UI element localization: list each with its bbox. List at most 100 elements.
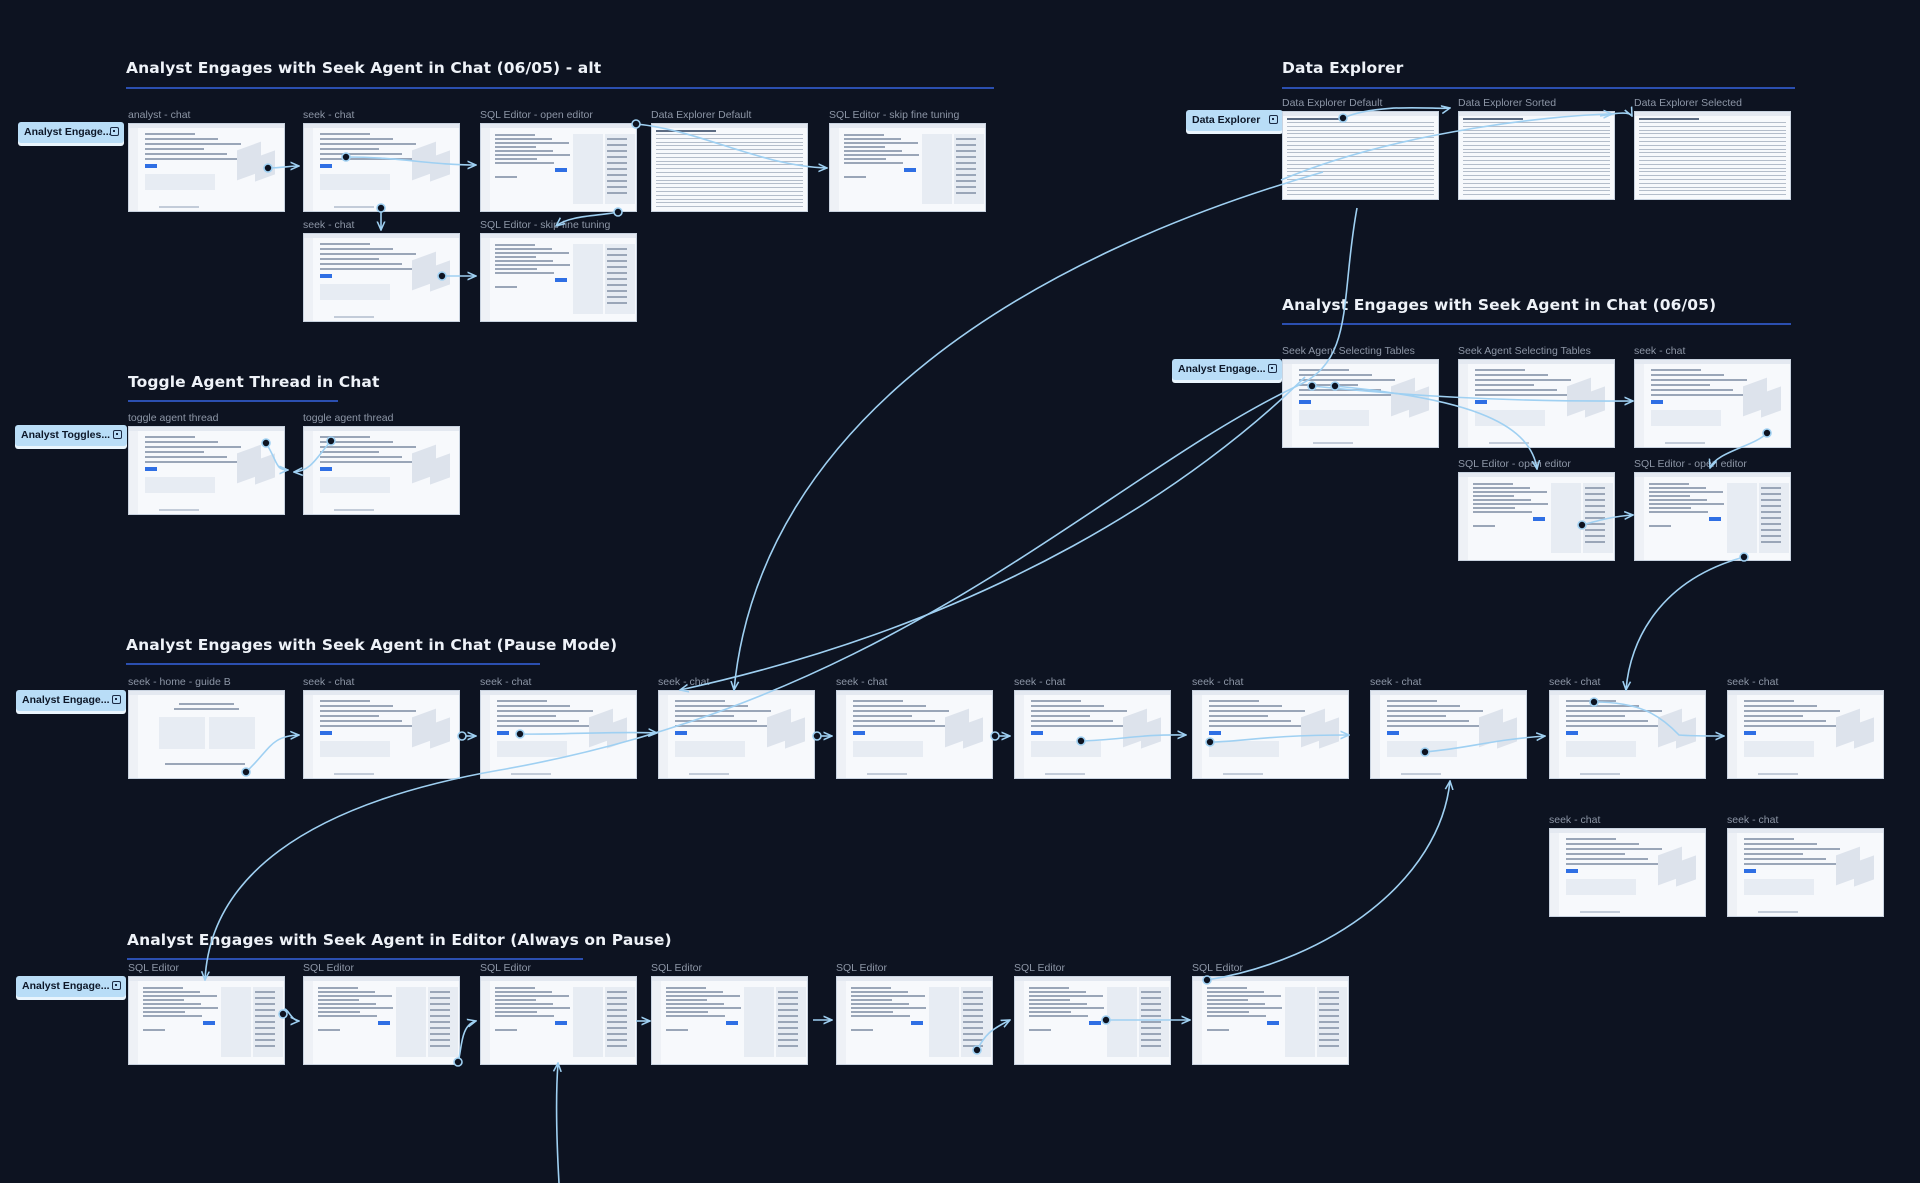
screen-frame-chat[interactable] — [1634, 359, 1791, 448]
frame-sketch — [334, 773, 374, 775]
frame-sketch — [1463, 144, 1610, 146]
screen-frame-table[interactable] — [1458, 111, 1615, 200]
frame-sketch — [481, 977, 636, 981]
screen-frame-chat[interactable] — [658, 690, 815, 779]
frame-sketch — [1635, 473, 1790, 477]
screen-frame-table[interactable] — [1634, 111, 1791, 200]
screen-frame-chat[interactable] — [1549, 828, 1706, 917]
frame-sketch — [1635, 364, 1644, 447]
frame-sketch — [607, 997, 627, 999]
frame-sketch — [1319, 1009, 1339, 1011]
frame-sketch — [1029, 999, 1070, 1001]
frame-sketch — [830, 124, 985, 128]
frame-sketch — [159, 509, 199, 511]
frame-sketch — [1566, 731, 1578, 735]
flow-chip-chat-0605[interactable]: Analyst Engage... — [1172, 359, 1282, 380]
frame-sketch — [555, 278, 567, 282]
screen-frame-table[interactable] — [1282, 111, 1439, 200]
frame-sketch — [963, 1009, 983, 1011]
screen-frame-chat[interactable] — [480, 690, 637, 779]
frame-sketch — [1744, 725, 1849, 727]
frame-sketch — [1299, 379, 1395, 381]
frame-sketch — [1463, 152, 1610, 154]
frame-sketch — [495, 264, 570, 266]
frame-sketch — [778, 1027, 798, 1029]
frame-label: seek - chat — [1549, 814, 1601, 826]
screen-frame-editor[interactable] — [1458, 472, 1615, 561]
frame-label: seek - chat — [836, 676, 888, 688]
screen-frame-editor[interactable] — [1192, 976, 1349, 1065]
frame-sketch — [1459, 360, 1614, 364]
flow-chip-toggle[interactable]: Analyst Toggles... — [15, 425, 127, 446]
screen-frame-chat[interactable] — [303, 123, 460, 212]
frame-sketch — [1029, 1007, 1104, 1009]
frame-sketch — [1566, 715, 1625, 717]
frame-sketch — [778, 1003, 798, 1005]
frame-label: seek - home - guide B — [128, 676, 231, 688]
section-title-toggle: Toggle Agent Thread in Chat — [128, 373, 380, 391]
frame-sketch — [304, 128, 313, 211]
screen-frame-chat[interactable] — [303, 426, 460, 515]
screen-frame-editor[interactable] — [480, 976, 637, 1065]
frame-sketch — [1649, 483, 1689, 485]
screen-frame-editor[interactable] — [303, 976, 460, 1065]
frame-sketch — [1459, 364, 1468, 447]
screen-frame-editor[interactable] — [1014, 976, 1171, 1065]
screen-frame-chat[interactable] — [128, 426, 285, 515]
frame-sketch — [675, 710, 771, 712]
frame-sketch — [1015, 977, 1170, 981]
screen-frame-editor[interactable] — [480, 233, 637, 322]
frame-sketch — [1566, 869, 1578, 873]
frame-sketch — [495, 1007, 570, 1009]
screen-frame-chat[interactable] — [303, 690, 460, 779]
screen-frame-chat[interactable] — [1282, 359, 1439, 448]
frame-sketch — [1533, 517, 1545, 521]
screen-frame-chat[interactable] — [128, 123, 285, 212]
frame-sketch — [853, 720, 935, 722]
screen-frame-home[interactable] — [128, 690, 285, 779]
frame-sketch — [1459, 112, 1614, 116]
screen-frame-chat[interactable] — [1192, 690, 1349, 779]
screen-frame-chat[interactable] — [836, 690, 993, 779]
frame-sketch — [255, 1033, 275, 1035]
frame-sketch — [851, 1007, 926, 1009]
screen-frame-editor[interactable] — [651, 976, 808, 1065]
frame-sketch — [1387, 700, 1437, 702]
screen-frame-chat[interactable] — [1727, 828, 1884, 917]
screen-frame-chat[interactable] — [1727, 690, 1884, 779]
frame-sketch — [1015, 981, 1024, 1064]
screen-frame-editor[interactable] — [836, 976, 993, 1065]
flow-chip-data-explorer[interactable]: Data Explorer — [1186, 110, 1283, 131]
screen-frame-chat[interactable] — [1014, 690, 1171, 779]
frame-sketch — [1651, 394, 1756, 396]
frame-sketch — [607, 138, 627, 140]
frame-sketch — [430, 1039, 450, 1041]
frame-sketch — [320, 710, 416, 712]
frame-sketch — [165, 763, 245, 765]
screen-frame-chat[interactable] — [1370, 690, 1527, 779]
screen-frame-editor[interactable] — [1634, 472, 1791, 561]
screen-frame-editor[interactable] — [128, 976, 285, 1065]
frame-sketch — [1029, 987, 1069, 989]
frame-sketch — [1463, 167, 1610, 169]
screen-frame-table[interactable] — [651, 123, 808, 212]
frame-sketch — [430, 1027, 450, 1029]
screen-frame-editor[interactable] — [829, 123, 986, 212]
screen-frame-chat[interactable] — [1549, 690, 1706, 779]
frame-sketch — [145, 148, 204, 150]
frame-sketch — [1299, 384, 1358, 386]
flow-chip-editor[interactable]: Analyst Engage... — [16, 976, 126, 997]
frame-sketch — [1031, 710, 1127, 712]
frame-sketch — [1207, 1029, 1229, 1031]
screen-frame-editor[interactable] — [480, 123, 637, 212]
frame-sketch — [656, 172, 803, 173]
screen-frame-chat[interactable] — [303, 233, 460, 322]
frame-sketch — [334, 316, 374, 318]
flow-chip-alt[interactable]: Analyst Engage... — [18, 122, 124, 143]
frame-sketch — [1387, 741, 1457, 757]
frame-sketch — [1207, 1015, 1266, 1017]
frame-sketch — [778, 997, 798, 999]
screen-frame-chat[interactable] — [1458, 359, 1615, 448]
flow-chip-pause[interactable]: Analyst Engage... — [16, 690, 126, 711]
frame-sketch — [1141, 1015, 1161, 1017]
